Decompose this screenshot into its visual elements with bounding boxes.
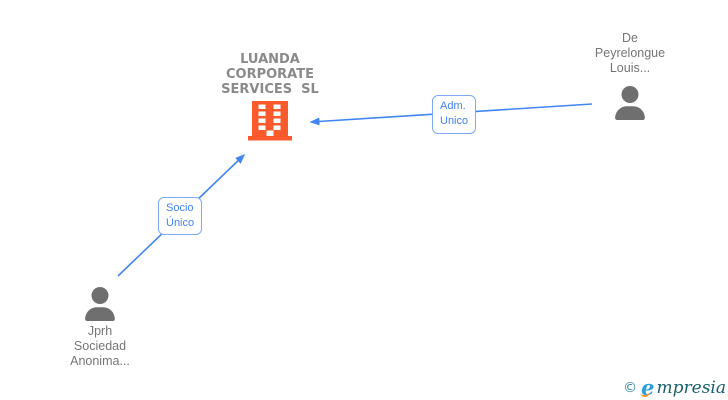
user-icon-administrator[interactable] bbox=[615, 86, 645, 124]
copyright-icon: © bbox=[623, 380, 638, 396]
empresia-logo-text: mpresia bbox=[656, 378, 727, 398]
empresia-watermark: © e mpresia bbox=[623, 375, 727, 400]
person-name-administrator[interactable]: De Peyrelongue Louis... bbox=[594, 31, 666, 75]
relation-label-socio-unico[interactable]: Socio Único bbox=[158, 197, 202, 235]
person-name-shareholder[interactable]: Jprh Sociedad Anonima... bbox=[70, 324, 130, 368]
user-icon-shareholder[interactable] bbox=[85, 287, 115, 325]
relation-label-adm-unico[interactable]: Adm. Unico bbox=[432, 95, 476, 134]
company-name[interactable]: LUANDA CORPORATE SERVICES SL bbox=[221, 52, 319, 97]
company-building-icon[interactable] bbox=[248, 101, 292, 145]
empresia-logo-e: e bbox=[641, 375, 655, 400]
